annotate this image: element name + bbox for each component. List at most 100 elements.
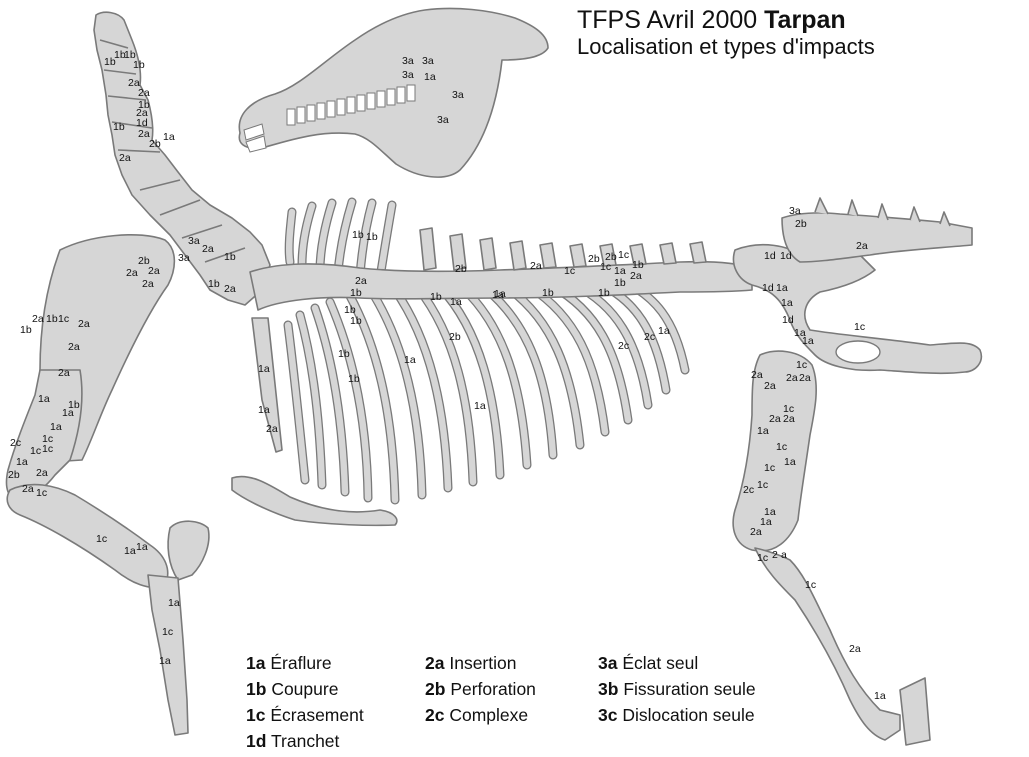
- legend-label: Perforation: [450, 679, 536, 699]
- impact-mark: 2b: [455, 263, 467, 275]
- impact-mark: 1a: [776, 282, 788, 294]
- impact-mark: 1b: [430, 291, 442, 303]
- impact-mark: 2a: [530, 260, 542, 272]
- legend-code: 1b: [246, 679, 266, 699]
- impact-mark: 2a: [68, 341, 80, 353]
- impact-mark: 1c: [764, 462, 775, 474]
- legend-item: 3c Dislocation seule: [598, 705, 755, 726]
- impact-mark: 1a: [450, 296, 462, 308]
- impact-mark: 1a: [614, 265, 626, 277]
- impact-mark: 1d: [762, 282, 774, 294]
- impact-mark: 2a: [751, 369, 763, 381]
- impact-mark: 2a: [148, 265, 160, 277]
- impact-mark: 1b: [113, 121, 125, 133]
- impact-mark: 2a: [119, 152, 131, 164]
- impact-mark: 1b: [614, 277, 626, 289]
- impact-mark: 3a: [422, 55, 434, 67]
- impact-mark: 2: [772, 549, 778, 561]
- legend-code: 2a: [425, 653, 444, 673]
- impact-mark: 1a: [258, 363, 270, 375]
- impact-mark: 2a: [630, 270, 642, 282]
- legend-code: 2b: [425, 679, 445, 699]
- legend-item: 1b Coupure: [246, 679, 338, 700]
- impact-mark: 3a: [437, 114, 449, 126]
- impact-mark: 2a: [856, 240, 868, 252]
- legend-item: 1d Tranchet: [246, 731, 339, 752]
- impact-mark: 1a: [781, 297, 793, 309]
- title-species: Tarpan: [764, 6, 846, 34]
- impact-mark: 1c: [757, 552, 768, 564]
- legend-label: Insertion: [449, 653, 516, 673]
- legend-label: Écrasement: [270, 705, 363, 725]
- title-prefix: TFPS Avril 2000: [577, 6, 757, 34]
- impact-mark: 2a: [58, 367, 70, 379]
- impact-mark: 2a: [750, 526, 762, 538]
- impact-mark: 1b: [224, 251, 236, 263]
- legend-item: 2c Complexe: [425, 705, 528, 726]
- impact-mark: 2b: [8, 469, 20, 481]
- impact-mark: 1b: [350, 315, 362, 327]
- impact-mark: 2a: [202, 243, 214, 255]
- impact-mark: 2c: [644, 331, 655, 343]
- impact-mark: 2a: [786, 372, 798, 384]
- impact-mark: 3a: [402, 69, 414, 81]
- legend-label: Éclat seul: [622, 653, 698, 673]
- diagram-subtitle: Localisation et types d'impacts: [577, 34, 875, 60]
- impact-mark: 1b: [350, 287, 362, 299]
- legend-item: 2b Perforation: [425, 679, 536, 700]
- impact-mark: 1c: [618, 249, 629, 261]
- impact-mark: 1a: [424, 71, 436, 83]
- hindleg: [733, 351, 930, 745]
- legend-label: Dislocation seule: [622, 705, 754, 725]
- impact-mark: 2a: [36, 467, 48, 479]
- legend-code: 3c: [598, 705, 617, 725]
- legend-code: 3b: [598, 679, 618, 699]
- impact-mark: 1c: [58, 313, 69, 325]
- impact-mark: 1a: [874, 690, 886, 702]
- impact-mark: 2a: [799, 372, 811, 384]
- impact-mark: 3a: [178, 252, 190, 264]
- impact-mark: 1a: [757, 425, 769, 437]
- impact-mark: 1b: [366, 231, 378, 243]
- impact-mark: 2a: [138, 87, 150, 99]
- legend-item: 3a Éclat seul: [598, 653, 698, 674]
- impact-mark: 1a: [16, 456, 28, 468]
- impact-mark: 1a: [50, 421, 62, 433]
- impact-mark: 1c: [854, 321, 865, 333]
- impact-mark: 1a: [258, 404, 270, 416]
- impact-mark: 2a: [783, 413, 795, 425]
- impact-mark: 1b: [338, 348, 350, 360]
- impact-mark: 2a: [769, 413, 781, 425]
- impact-mark: 1a: [404, 354, 416, 366]
- legend-code: 1c: [246, 705, 265, 725]
- impact-mark: 3a: [789, 205, 801, 217]
- legend-code: 1d: [246, 731, 266, 751]
- skull: [239, 8, 548, 177]
- impact-mark: 1a: [658, 325, 670, 337]
- impact-mark: 1a: [159, 655, 171, 667]
- impact-mark: 1b: [133, 59, 145, 71]
- diagram-title: TFPS Avril 2000 Tarpan Localisation et t…: [577, 6, 875, 60]
- impact-mark: 2b: [795, 218, 807, 230]
- impact-mark: 3a: [188, 235, 200, 247]
- impact-mark: 2c: [743, 484, 754, 496]
- impact-mark: 1c: [96, 533, 107, 545]
- impact-mark: 2a: [224, 283, 236, 295]
- impact-mark: 3a: [452, 89, 464, 101]
- legend-code: 1a: [246, 653, 265, 673]
- impact-mark: 1c: [757, 479, 768, 491]
- impact-mark: 1c: [796, 359, 807, 371]
- legend-item: 2a Insertion: [425, 653, 516, 674]
- impact-mark: 1b: [46, 313, 58, 325]
- impact-mark: 2a: [764, 380, 776, 392]
- impact-mark: 2a: [849, 643, 861, 655]
- impact-mark: 1a: [62, 407, 74, 419]
- impact-mark: 2c: [10, 437, 21, 449]
- impact-mark: 1d: [764, 250, 776, 262]
- impact-mark: 2b: [449, 331, 461, 343]
- legend-label: Complexe: [449, 705, 528, 725]
- legend-item: 1c Écrasement: [246, 705, 364, 726]
- impact-mark: 1b: [352, 229, 364, 241]
- impact-mark: 1a: [163, 131, 175, 143]
- impact-mark: 1c: [805, 579, 816, 591]
